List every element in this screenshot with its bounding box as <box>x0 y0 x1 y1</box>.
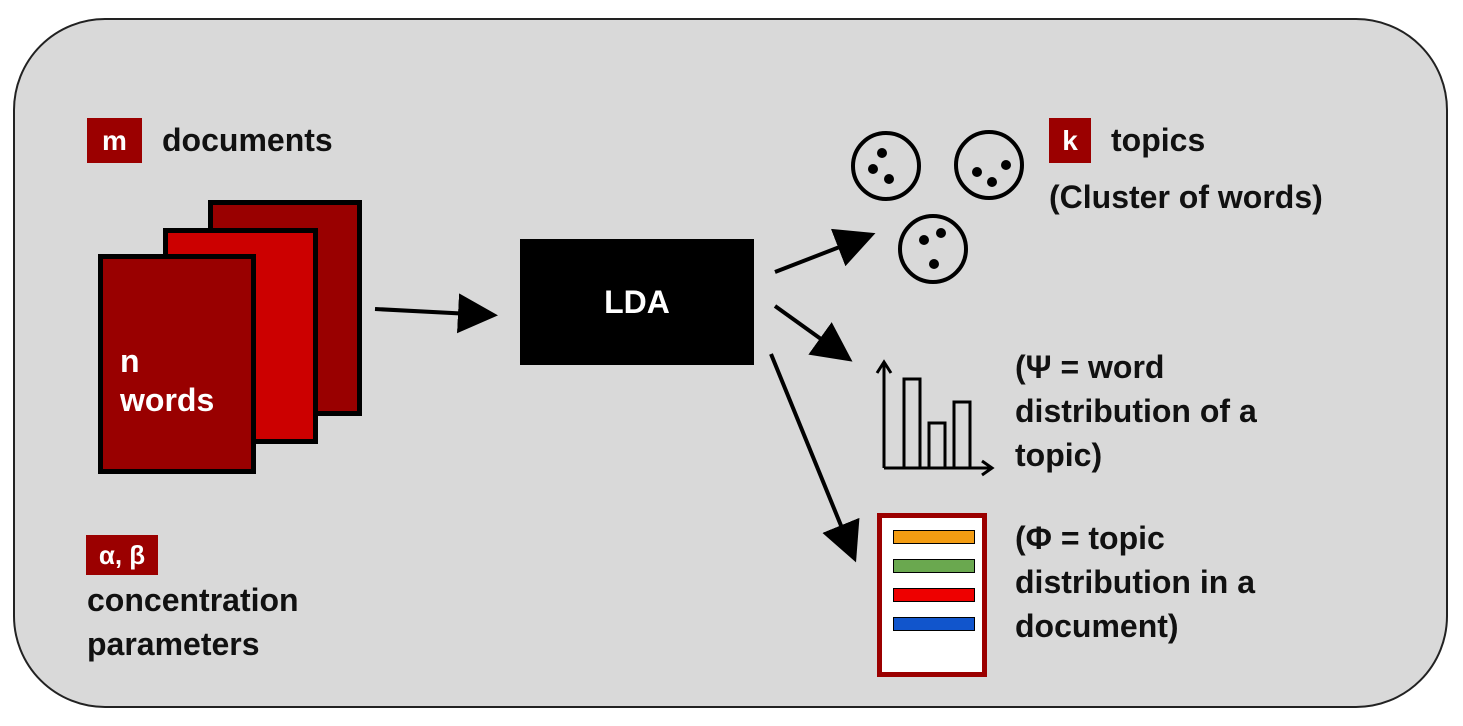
topics-label: topics <box>1111 122 1206 158</box>
topic-cluster-icon-2 <box>954 130 1024 200</box>
document-front <box>98 254 256 474</box>
psi-line1: (Ψ = word <box>1015 349 1165 385</box>
psi-line3: topic) <box>1015 437 1103 473</box>
lda-box: LDA <box>520 239 754 365</box>
alpha-beta-badge: α, β <box>86 535 158 575</box>
phi-line3: document) <box>1015 608 1179 644</box>
topic-bar-red <box>893 588 975 602</box>
arrow-docs-to-lda <box>374 293 498 334</box>
phi-line2: distribution in a <box>1015 564 1255 600</box>
parameters-label: parameters <box>87 626 260 662</box>
phi-line1: (Φ = topic <box>1015 520 1165 556</box>
cluster-of-words-label: (Cluster of words) <box>1049 179 1323 215</box>
topic-bar-green <box>893 559 975 573</box>
topic-bar-blue <box>893 617 975 631</box>
arrow-lda-to-topics <box>774 228 876 274</box>
psi-line2: distribution of a <box>1015 393 1257 429</box>
document-topic-distribution-icon <box>877 513 987 677</box>
topic-bar-orange <box>893 530 975 544</box>
bar-chart-icon <box>875 359 995 477</box>
doc-words-label: words <box>120 382 215 418</box>
topic-cluster-icon-3 <box>898 214 968 284</box>
arrow-lda-to-topic-distribution <box>769 353 860 563</box>
documents-label: documents <box>162 122 333 158</box>
lda-label: LDA <box>604 283 670 320</box>
concentration-label: concentration <box>87 582 299 618</box>
m-badge: m <box>87 118 142 163</box>
arrow-lda-to-word-distribution <box>773 304 853 362</box>
topic-cluster-icon-1 <box>851 131 921 201</box>
k-badge: k <box>1049 118 1091 163</box>
doc-n-label: n <box>120 343 140 379</box>
